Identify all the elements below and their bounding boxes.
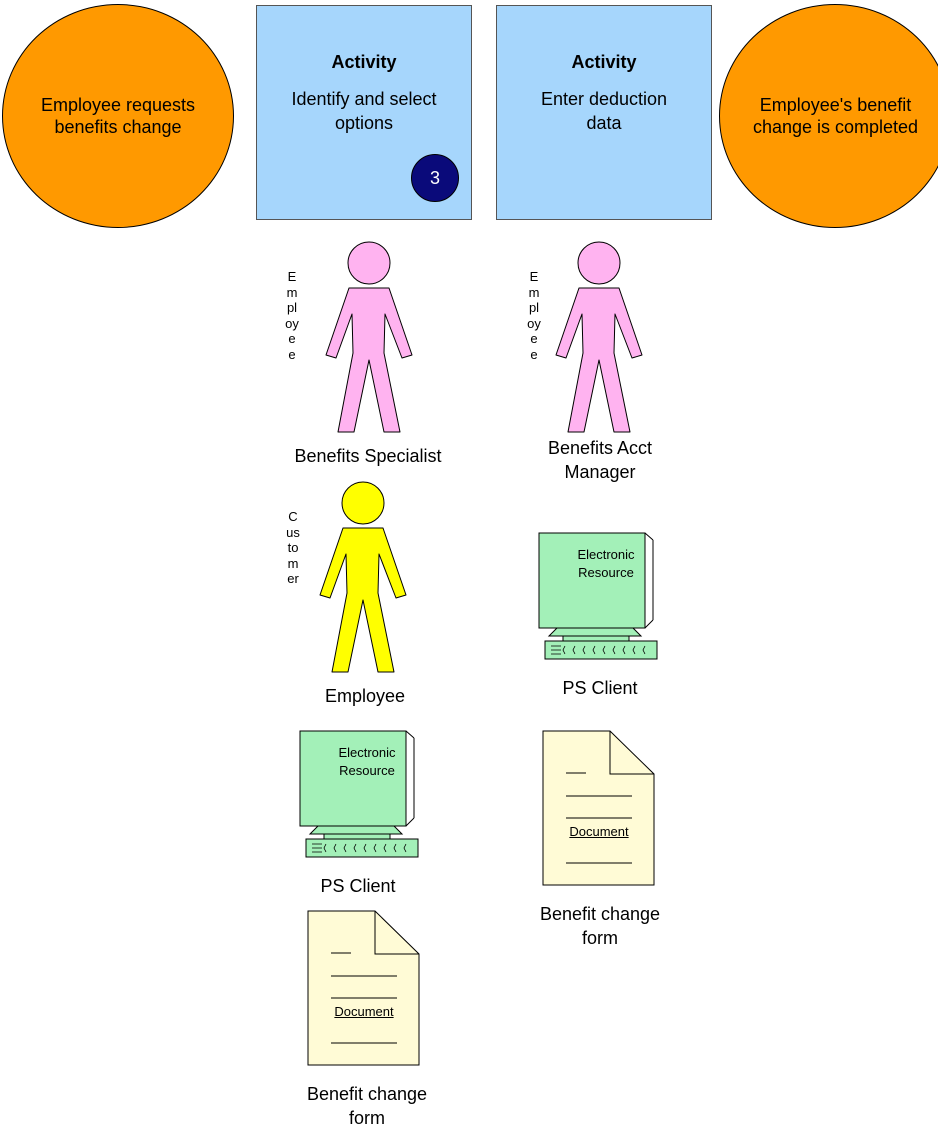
actor-role-label: Employee (527, 269, 541, 362)
person-icon (319, 481, 407, 673)
start-event: Employee requests benefits change (2, 4, 234, 228)
actor-name: Benefits Specialist (294, 446, 442, 466)
document-name: Benefit change form (539, 904, 661, 948)
actor-role-label: Customer (286, 509, 300, 587)
activity-description: Identify and select options (291, 89, 437, 133)
document-text: Document (334, 1004, 394, 1019)
computer-icon: Electronic Resource (537, 532, 659, 660)
computer-icon: Electronic Resource (298, 730, 420, 858)
activity-enter-deduction: Activity Enter deduction data (496, 5, 712, 220)
actor-role-label: Employee (285, 269, 299, 362)
end-event-label: Employee's benefit change is completed (752, 95, 919, 137)
activity-identify-options: Activity Identify and select options 3 (256, 5, 472, 220)
resource-name: PS Client (562, 678, 638, 698)
monitor-screen-text: Electronic Resource (338, 745, 396, 778)
activity-description: Enter deduction data (540, 89, 668, 133)
document-icon: Document (542, 730, 656, 886)
activity-heading: Activity (571, 52, 637, 72)
actor-name: Benefits Acct Manager (547, 438, 653, 482)
monitor-screen-text: Electronic Resource (577, 547, 635, 580)
document-icon: Document (307, 910, 421, 1066)
resource-name: PS Client (320, 876, 396, 896)
person-icon (325, 241, 413, 433)
end-event: Employee's benefit change is completed (719, 4, 938, 228)
document-name: Benefit change form (306, 1084, 428, 1128)
actor-name: Employee (324, 686, 406, 706)
start-event-label: Employee requests benefits change (40, 95, 196, 137)
person-icon (555, 241, 643, 433)
activity-heading: Activity (331, 52, 397, 72)
step-number-badge: 3 (411, 154, 459, 202)
document-text: Document (569, 824, 629, 839)
